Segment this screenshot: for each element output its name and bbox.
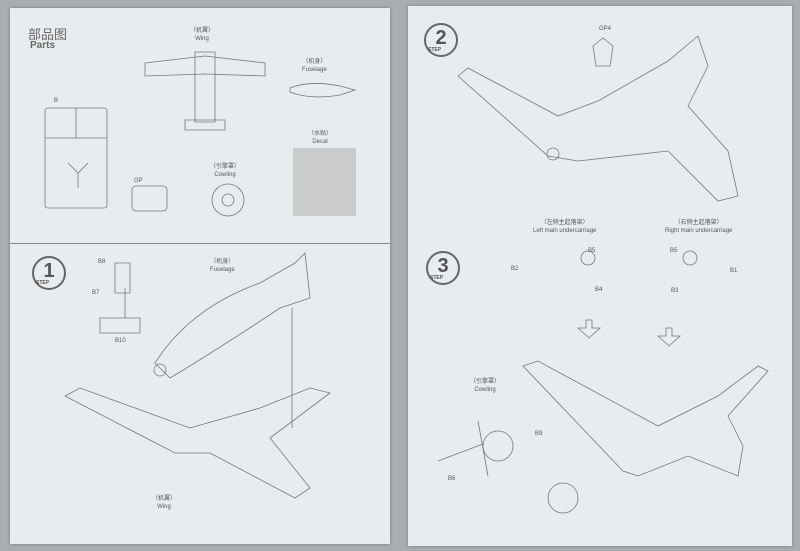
- cowling-label: （引擎罩）Cowling: [210, 164, 241, 178]
- wing-assembly: [64, 387, 331, 499]
- parts-drawings: [44, 51, 357, 217]
- part-b10-label: B10: [115, 338, 126, 344]
- wing-label: （机翼）Wing: [190, 28, 215, 42]
- left-undercarriage-label: （左侧主起落架）Left main undercarriage: [533, 220, 597, 234]
- decal-sheet: [293, 148, 356, 216]
- aircraft-step2: [457, 35, 739, 202]
- sprue-gp-label: GP: [134, 178, 143, 184]
- right-undercarriage-label: （右侧主起落架）Right main undercarriage: [665, 220, 733, 234]
- seat-part: [99, 262, 141, 334]
- step1-wing-label: （机翼）Wing: [152, 496, 177, 510]
- fuselage-part: [289, 83, 357, 98]
- part-b6-label: B6: [448, 476, 456, 482]
- step2-drawing: [437, 35, 769, 514]
- step1-drawing: [64, 252, 331, 499]
- aircraft-step3: [522, 360, 769, 477]
- left-b4-label: B4: [595, 287, 603, 293]
- sprue-b-label: B: [54, 98, 59, 104]
- part-b8-label: B8: [98, 259, 106, 265]
- left-page: 部品图 Parts （机翼）Wing （机身）Fuselage B GP （引擎…: [10, 8, 390, 544]
- step1-fuselage-label: （机身）Fuselage: [210, 259, 235, 273]
- left-b2-label: B2: [511, 266, 519, 272]
- sprue-gp: [131, 185, 168, 212]
- fuselage-label: （机身）Fuselage: [302, 59, 327, 73]
- cowling-part: [211, 183, 245, 217]
- step3-cowling-label: （引擎罩）Cowling: [470, 379, 501, 393]
- right-b3-label: B3: [671, 288, 679, 294]
- part-b9-label: B9: [535, 431, 543, 437]
- wing-part: [144, 51, 266, 131]
- parts-title-en: Parts: [30, 40, 56, 51]
- parts-title-cn: 部品图: [28, 27, 68, 42]
- decal-label: （水贴）Decal: [308, 131, 333, 145]
- part-gp4-label: GP4: [599, 26, 612, 32]
- section-divider: [10, 243, 390, 244]
- left-b5-label: B5: [588, 248, 596, 254]
- fuselage-assembly: [154, 252, 311, 379]
- right-b1-label: B1: [730, 268, 738, 274]
- right-b5-label: B5: [670, 248, 678, 254]
- part-b7-label: B7: [92, 290, 100, 296]
